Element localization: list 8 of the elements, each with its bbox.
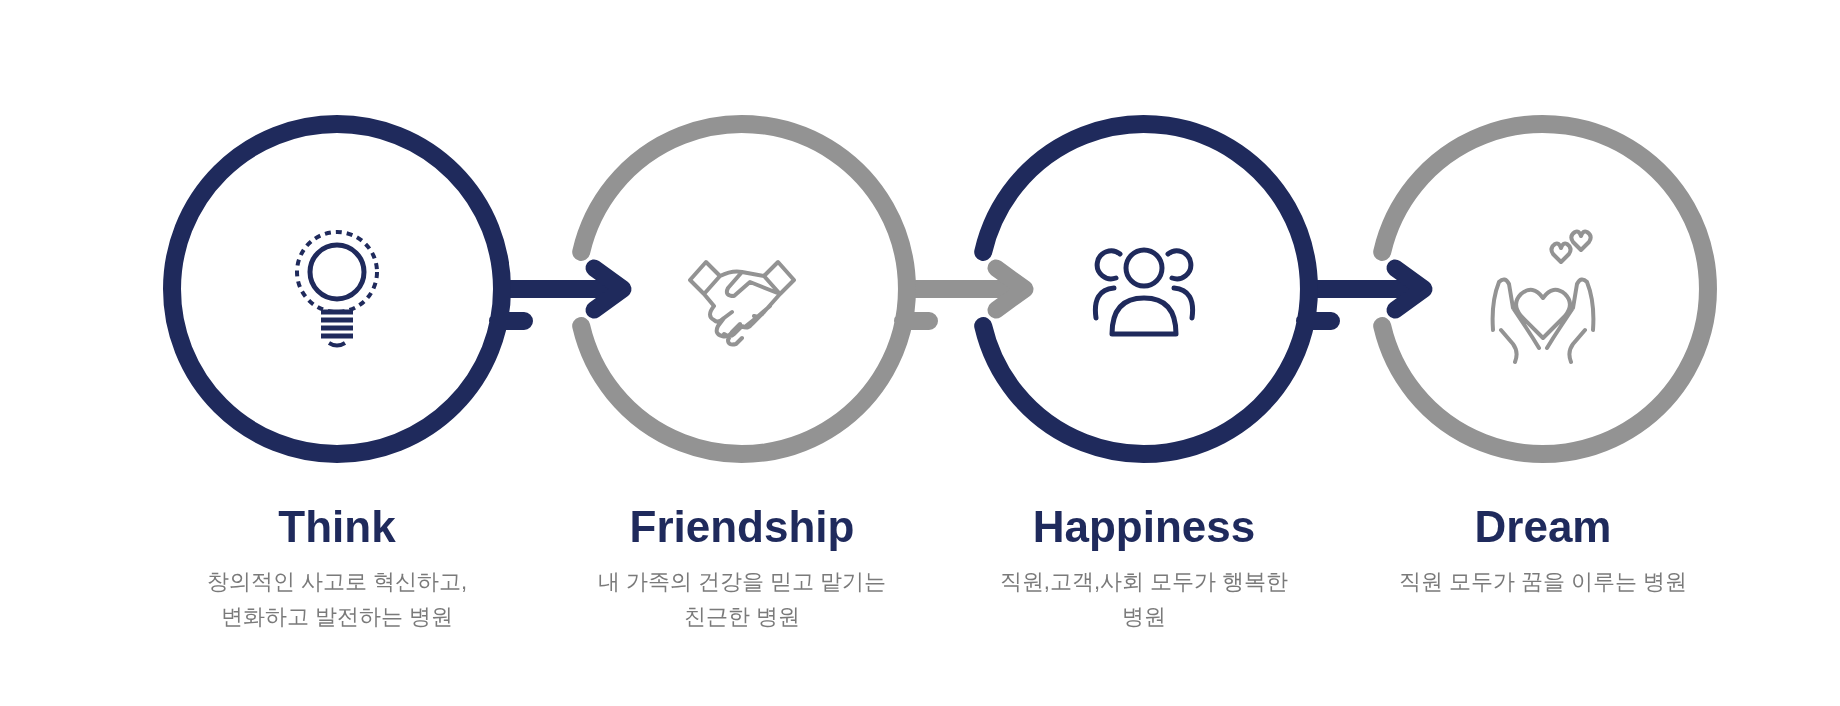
step-title: Friendship <box>629 502 855 552</box>
step-description: 직원 모두가 꿈을 이루는 병원 <box>1398 568 1688 596</box>
step-title: Dream <box>1474 502 1612 552</box>
step-description: 직원,고객,사회 모두가 행복한 병원 <box>998 568 1290 631</box>
step-description: 창의적인 사고로 혁신하고,변화하고 발전하는 병원 <box>205 568 469 631</box>
step-title: Think <box>278 502 396 552</box>
step-title: Happiness <box>1032 502 1256 552</box>
step-description: 내 가족의 건강을 믿고 맡기는 친근한 병원 <box>596 568 888 631</box>
